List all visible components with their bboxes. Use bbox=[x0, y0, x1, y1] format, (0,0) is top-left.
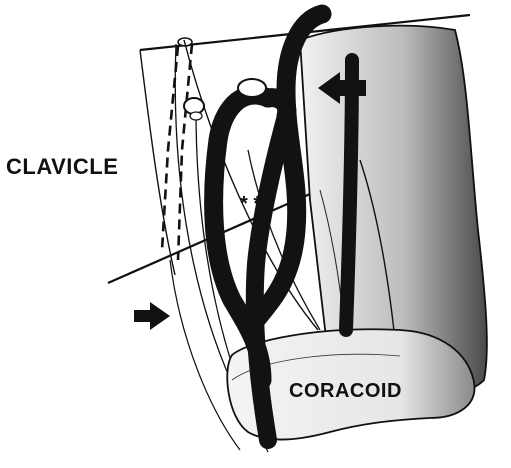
asterisk-marker-text: * * bbox=[240, 193, 261, 215]
arrow-right-icon bbox=[134, 302, 170, 330]
coracoid-label: CORACOID bbox=[289, 380, 402, 403]
asterisk-markers: * * bbox=[240, 193, 261, 215]
clavicle-label: CLAVICLE bbox=[6, 154, 118, 180]
